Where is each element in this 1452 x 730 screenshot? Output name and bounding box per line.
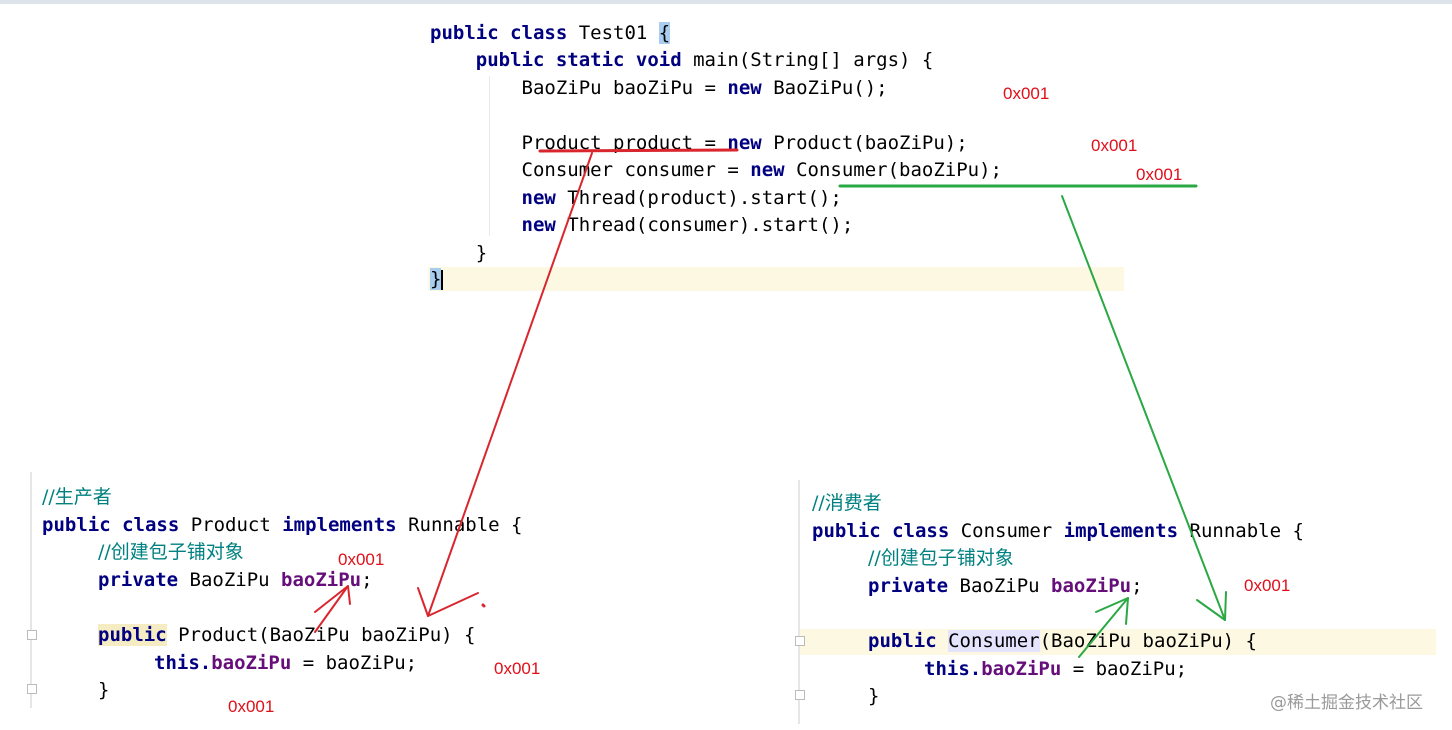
keyword: public static void <box>475 49 694 71</box>
red-dot <box>481 603 486 608</box>
code-line-baozipu: BaoZiPu baoZiPu = new BaoZiPu(); <box>521 77 888 99</box>
keyword: public class <box>430 22 579 44</box>
caret-line-highlight <box>800 629 1436 655</box>
top-border <box>0 0 1452 4</box>
open-brace: { <box>658 22 671 44</box>
code-line-thread-product: new Thread(product).start(); <box>521 187 842 209</box>
code-line-consumer-ctor: public Consumer(BaoZiPu baoZiPu) { <box>868 630 1257 652</box>
address-annotation: 0x001 <box>228 697 275 716</box>
red-arrowhead <box>417 587 479 617</box>
close-brace: } <box>430 268 442 290</box>
keyword: new <box>521 214 568 236</box>
code-line-consumer-close: } <box>868 685 880 707</box>
code-line-product-ctor: public Product(BaoZiPu baoZiPu) { <box>98 624 476 646</box>
red-arrow-to-product-ctor <box>427 152 593 617</box>
address-annotation: 0x001 <box>338 550 385 569</box>
address-annotation: 0x001 <box>1091 136 1138 155</box>
class-name: Test01 <box>578 22 659 44</box>
keyword: new <box>727 77 774 99</box>
indent-guide <box>489 76 490 236</box>
code-line-consumer-field: private BaoZiPu baoZiPu; <box>868 575 1143 597</box>
keyword: new <box>727 132 774 154</box>
green-arrowhead <box>1095 597 1129 625</box>
code-line-class-close: } <box>430 266 444 293</box>
green-arrowhead <box>1196 591 1227 621</box>
code-line-thread-consumer: new Thread(consumer).start(); <box>521 214 854 236</box>
code-line-method-close: } <box>475 242 488 264</box>
code-line-consumer: Consumer consumer = new Consumer(baoZiPu… <box>521 159 1002 181</box>
red-arrow-param-to-field <box>314 585 349 633</box>
red-arrowhead <box>314 585 351 613</box>
text-caret <box>441 269 444 290</box>
code-line-product-close: } <box>98 679 110 701</box>
address-annotation: 0x001 <box>1244 576 1291 595</box>
code-line-product-assign: this.baoZiPu = baoZiPu; <box>154 652 418 674</box>
comment-producer: //生产者 <box>42 486 112 508</box>
fold-marker[interactable] <box>27 684 37 694</box>
address-annotation: 0x001 <box>1003 84 1050 103</box>
code-line-product-class: public class Product implements Runnable… <box>42 514 523 536</box>
keyword: new <box>521 187 568 209</box>
fold-marker[interactable] <box>27 630 37 640</box>
fold-marker[interactable] <box>795 690 805 700</box>
comment-create-shop: //创建包子铺对象 <box>868 547 1014 569</box>
green-arrow-param-to-field <box>1078 597 1129 658</box>
code-line-product: Product product = new Product(baoZiPu); <box>521 132 968 154</box>
editor-gutter <box>798 480 800 724</box>
code-line-consumer-class: public class Consumer implements Runnabl… <box>812 520 1304 542</box>
watermark: @稀土掘金技术社区 <box>1270 693 1423 713</box>
code-line-class-decl: public class Test01 { <box>430 20 671 47</box>
code-line-consumer-assign: this.baoZiPu = baoZiPu; <box>924 658 1188 680</box>
fold-marker[interactable] <box>795 636 805 646</box>
red-underline <box>538 148 739 153</box>
comment-consumer: //消费者 <box>812 492 882 514</box>
keyword: new <box>750 159 797 181</box>
address-annotation: 0x001 <box>1136 165 1183 184</box>
editor-gutter <box>30 472 32 708</box>
green-arrow-to-consumer-ctor <box>1061 195 1226 621</box>
code-line-main-method: public static void main(String[] args) { <box>475 49 934 71</box>
code-line-product-field: private BaoZiPu baoZiPu; <box>98 569 373 591</box>
address-annotation: 0x001 <box>494 659 541 678</box>
comment-create-shop: //创建包子铺对象 <box>98 541 244 563</box>
